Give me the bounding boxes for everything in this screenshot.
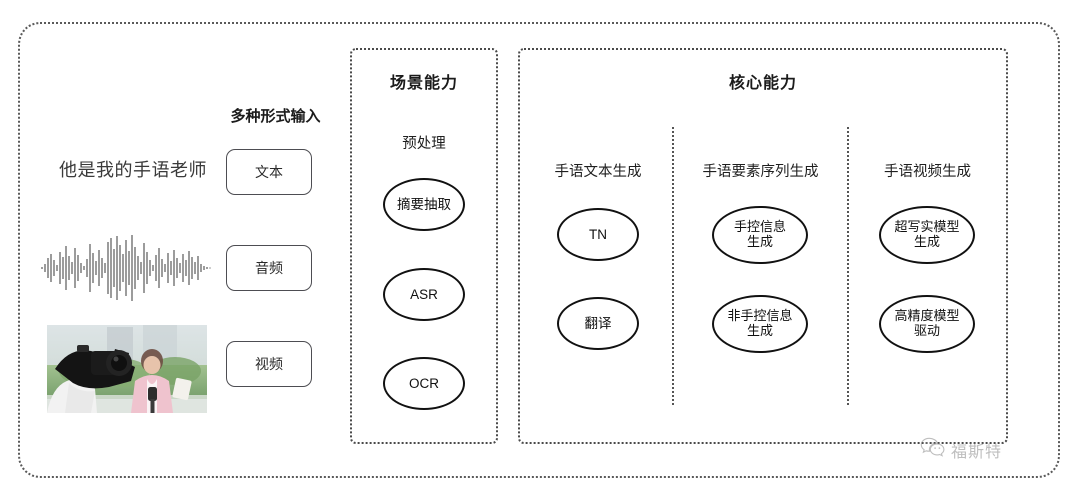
node-core-tn[interactable]: TN bbox=[557, 208, 639, 261]
node-scene-asr[interactable]: ASR bbox=[383, 268, 465, 321]
node-label-line1: 高精度模型 bbox=[894, 308, 960, 324]
node-label-line2: 驱动 bbox=[913, 323, 940, 338]
node-label-line2: 生成 bbox=[913, 234, 940, 249]
node-label-line1: TN bbox=[589, 226, 607, 242]
node-core-high-precision-model-driving[interactable]: 高精度模型 驱动 bbox=[879, 295, 975, 353]
node-label-line1: 手控信息 bbox=[733, 219, 786, 235]
diagram-outer-frame bbox=[18, 22, 1060, 478]
input-panel-title: 多种形式输入 bbox=[230, 108, 321, 125]
node-core-photorealistic-model-generation[interactable]: 超写实模型 生成 bbox=[879, 206, 975, 264]
core-capability-title: 核心能力 bbox=[728, 75, 797, 92]
node-scene-summary-extraction[interactable]: 摘要抽取 bbox=[383, 178, 465, 231]
audio-waveform-icon bbox=[40, 232, 212, 304]
core-column-divider-2 bbox=[847, 127, 849, 405]
watermark: 福斯特 bbox=[920, 437, 1002, 462]
node-label-line1: 翻译 bbox=[584, 315, 612, 331]
node-scene-ocr[interactable]: OCR bbox=[383, 357, 465, 410]
core-column-divider-1 bbox=[672, 127, 674, 405]
node-core-translation[interactable]: 翻译 bbox=[557, 297, 639, 350]
core-column-label-sign-element-sequence-generation: 手语要素序列生成 bbox=[702, 164, 819, 180]
node-label-line1: 超写实模型 bbox=[894, 219, 960, 235]
core-capability-group bbox=[518, 48, 1008, 444]
input-button-text[interactable]: 文本 bbox=[226, 149, 312, 195]
core-column-label-sign-video-generation: 手语视频生成 bbox=[884, 164, 971, 180]
scene-column-label-preprocess: 预处理 bbox=[402, 136, 446, 152]
node-core-non-manual-info-generation[interactable]: 非手控信息 生成 bbox=[712, 295, 808, 353]
node-core-manual-info-generation[interactable]: 手控信息 生成 bbox=[712, 206, 808, 264]
sample-sentence-text: 他是我的手语老师 bbox=[59, 160, 207, 180]
node-label-line1: 非手控信息 bbox=[727, 308, 793, 324]
core-column-label-sign-text-generation: 手语文本生成 bbox=[554, 164, 642, 180]
input-button-audio[interactable]: 音频 bbox=[226, 245, 312, 291]
node-label-line2: 生成 bbox=[746, 234, 773, 249]
scene-capability-group bbox=[350, 48, 498, 444]
watermark-text: 福斯特 bbox=[951, 443, 1003, 461]
scene-capability-title: 场景能力 bbox=[389, 75, 458, 92]
input-button-video[interactable]: 视频 bbox=[226, 341, 312, 387]
wechat-icon bbox=[920, 437, 946, 462]
video-sample-photo bbox=[47, 325, 207, 413]
node-label-line2: 生成 bbox=[746, 323, 773, 338]
